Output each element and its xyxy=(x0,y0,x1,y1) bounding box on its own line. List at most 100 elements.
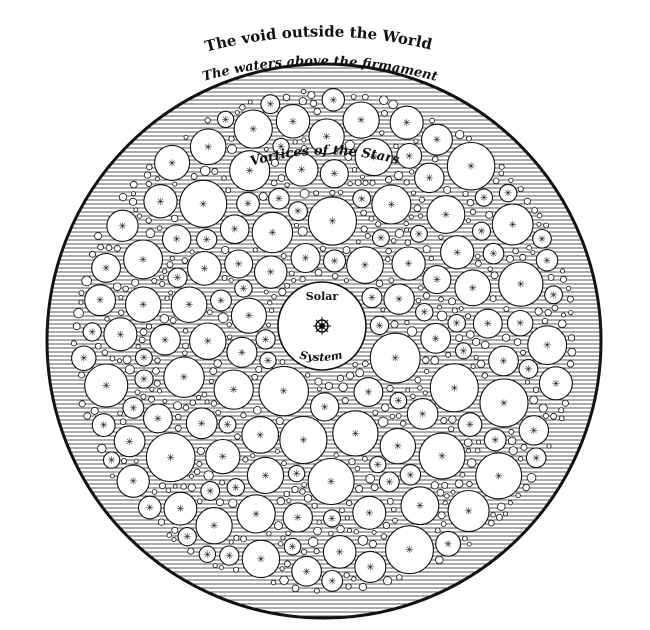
star-mark: ✳ xyxy=(329,95,337,106)
star-vortex xyxy=(297,226,308,237)
star-vortex xyxy=(384,176,393,184)
star-vortex xyxy=(212,563,218,569)
star-vortex xyxy=(121,457,128,464)
star-vortex xyxy=(253,255,288,289)
star-vortex xyxy=(187,547,195,555)
star-vortex xyxy=(385,247,392,255)
star-vortex xyxy=(544,308,552,317)
star-vortex xyxy=(457,412,483,437)
star-mark: ✳ xyxy=(499,357,507,368)
star-vortex xyxy=(279,415,328,465)
star-vortex xyxy=(429,117,435,124)
star-vortex xyxy=(362,179,369,186)
star-vortex xyxy=(285,530,291,536)
star-mark: ✳ xyxy=(183,532,191,543)
star-vortex xyxy=(566,360,575,368)
star-vortex xyxy=(226,322,232,328)
star-vortex xyxy=(71,345,97,371)
star-vortex xyxy=(466,480,473,488)
star-vortex xyxy=(173,401,182,411)
star-vortex xyxy=(348,458,356,466)
star-mark: ✳ xyxy=(102,381,110,392)
star-vortex xyxy=(400,486,440,526)
star-vortex xyxy=(83,412,92,420)
star-vortex xyxy=(432,155,439,163)
star-vortex xyxy=(527,325,568,366)
star-vortex xyxy=(490,271,499,280)
star-mark: ✳ xyxy=(500,398,508,409)
star-vortex xyxy=(122,396,145,419)
star-vortex xyxy=(437,511,446,520)
star-vortex xyxy=(159,482,166,490)
star-vortex xyxy=(541,317,549,325)
star-vortex xyxy=(355,239,361,245)
star-vortex xyxy=(319,159,349,189)
star-vortex xyxy=(507,500,513,506)
star-vortex xyxy=(240,412,247,419)
star-vortex xyxy=(375,279,384,288)
star-vortex xyxy=(352,495,387,530)
star-mark: ✳ xyxy=(221,115,229,126)
star-vortex xyxy=(487,519,495,527)
star-vortex xyxy=(130,180,138,189)
star-mark: ✳ xyxy=(96,296,104,307)
star-mark: ✳ xyxy=(385,477,393,488)
star-vortex xyxy=(156,388,162,394)
star-vortex xyxy=(508,428,515,435)
star-vortex xyxy=(314,268,323,277)
star-vortex xyxy=(122,285,129,293)
star-vortex xyxy=(152,367,160,375)
star-vortex xyxy=(281,460,287,467)
star-vortex xyxy=(217,312,229,324)
star-vortex xyxy=(148,395,155,403)
star-vortex xyxy=(159,280,166,287)
star-vortex xyxy=(501,333,511,342)
star-vortex xyxy=(459,471,466,478)
star-mark: ✳ xyxy=(232,483,240,494)
star-mark: ✳ xyxy=(509,220,517,231)
star-vortex xyxy=(208,378,214,384)
star-vortex xyxy=(358,582,367,592)
star-vortex xyxy=(361,360,369,368)
star-vortex xyxy=(384,256,391,263)
star-mark: ✳ xyxy=(405,545,413,556)
star-vortex xyxy=(70,340,77,347)
star-vortex xyxy=(159,314,170,324)
star-vortex xyxy=(347,528,353,534)
star-vortex xyxy=(390,320,399,329)
star-vortex xyxy=(489,295,497,303)
star-vortex xyxy=(124,286,162,323)
star-vortex xyxy=(166,532,172,538)
star-vortex xyxy=(426,195,466,234)
star-vortex xyxy=(430,356,440,365)
star-vortex xyxy=(221,245,230,254)
star-vortex xyxy=(105,244,113,252)
star-vortex xyxy=(322,535,357,569)
star-vortex xyxy=(507,436,517,446)
star-vortex xyxy=(368,540,377,549)
star-vortex xyxy=(299,488,306,495)
star-vortex xyxy=(164,295,170,301)
star-vortex xyxy=(386,384,394,393)
star-vortex xyxy=(370,483,379,492)
star-vortex xyxy=(183,134,189,140)
star-vortex xyxy=(332,410,379,457)
star-mark: ✳ xyxy=(235,260,243,271)
star-vortex xyxy=(159,274,165,280)
star-vortex xyxy=(272,137,290,156)
star-vortex xyxy=(219,214,250,245)
star-vortex xyxy=(145,228,156,239)
star-vortex xyxy=(170,214,179,223)
star-vortex xyxy=(422,356,430,364)
star-vortex xyxy=(345,499,353,507)
star-vortex xyxy=(211,167,219,175)
star-mark: ✳ xyxy=(249,125,257,136)
star-vortex xyxy=(382,576,393,586)
star-vortex xyxy=(561,312,566,318)
star-vortex xyxy=(133,458,139,464)
star-vortex xyxy=(485,210,494,219)
star-vortex xyxy=(240,535,247,543)
star-vortex xyxy=(361,287,383,309)
star-vortex xyxy=(138,336,146,344)
star-vortex xyxy=(171,537,177,543)
